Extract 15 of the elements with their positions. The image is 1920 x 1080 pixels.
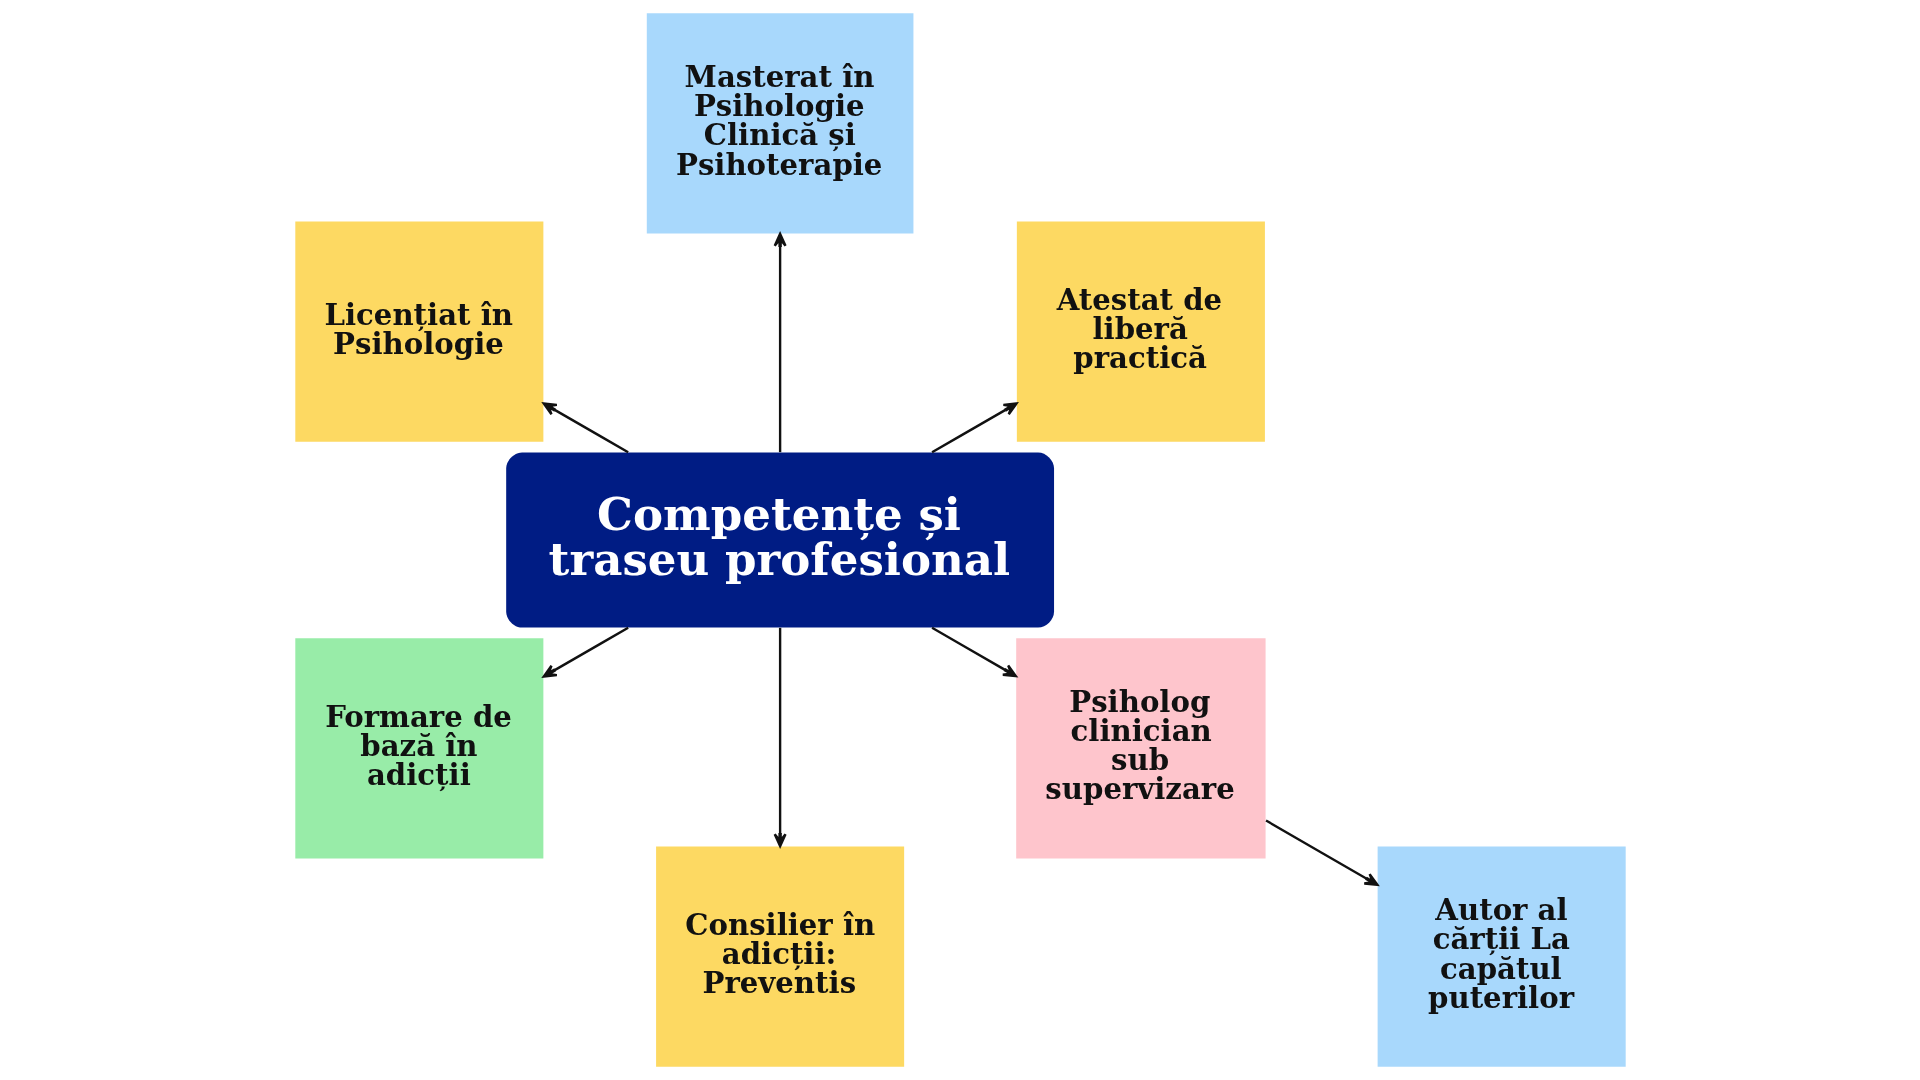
arrow <box>773 627 787 848</box>
arrow <box>542 402 629 454</box>
node-box: Formare de bază în adicții <box>294 638 543 859</box>
arrow <box>542 626 629 678</box>
node-box: Atestat de liberă practică <box>1016 221 1265 442</box>
arrow <box>773 232 787 453</box>
arrow <box>930 402 1018 454</box>
node-box: Competențe și traseu profesional <box>505 452 1054 628</box>
arrow <box>1264 819 1378 886</box>
arrow <box>930 626 1017 678</box>
node-box: Consilier în adicții: Preventis <box>655 846 904 1067</box>
node-box: Psiholog clinician sub supervizare <box>1015 638 1266 859</box>
node-box: Licențiat în Psihologie <box>294 221 543 442</box>
node-box: Autor al cărții La capătul puterilor <box>1377 846 1626 1067</box>
node-box: Masterat în Psihologie Clinică și Psihoterapie <box>646 13 913 234</box>
